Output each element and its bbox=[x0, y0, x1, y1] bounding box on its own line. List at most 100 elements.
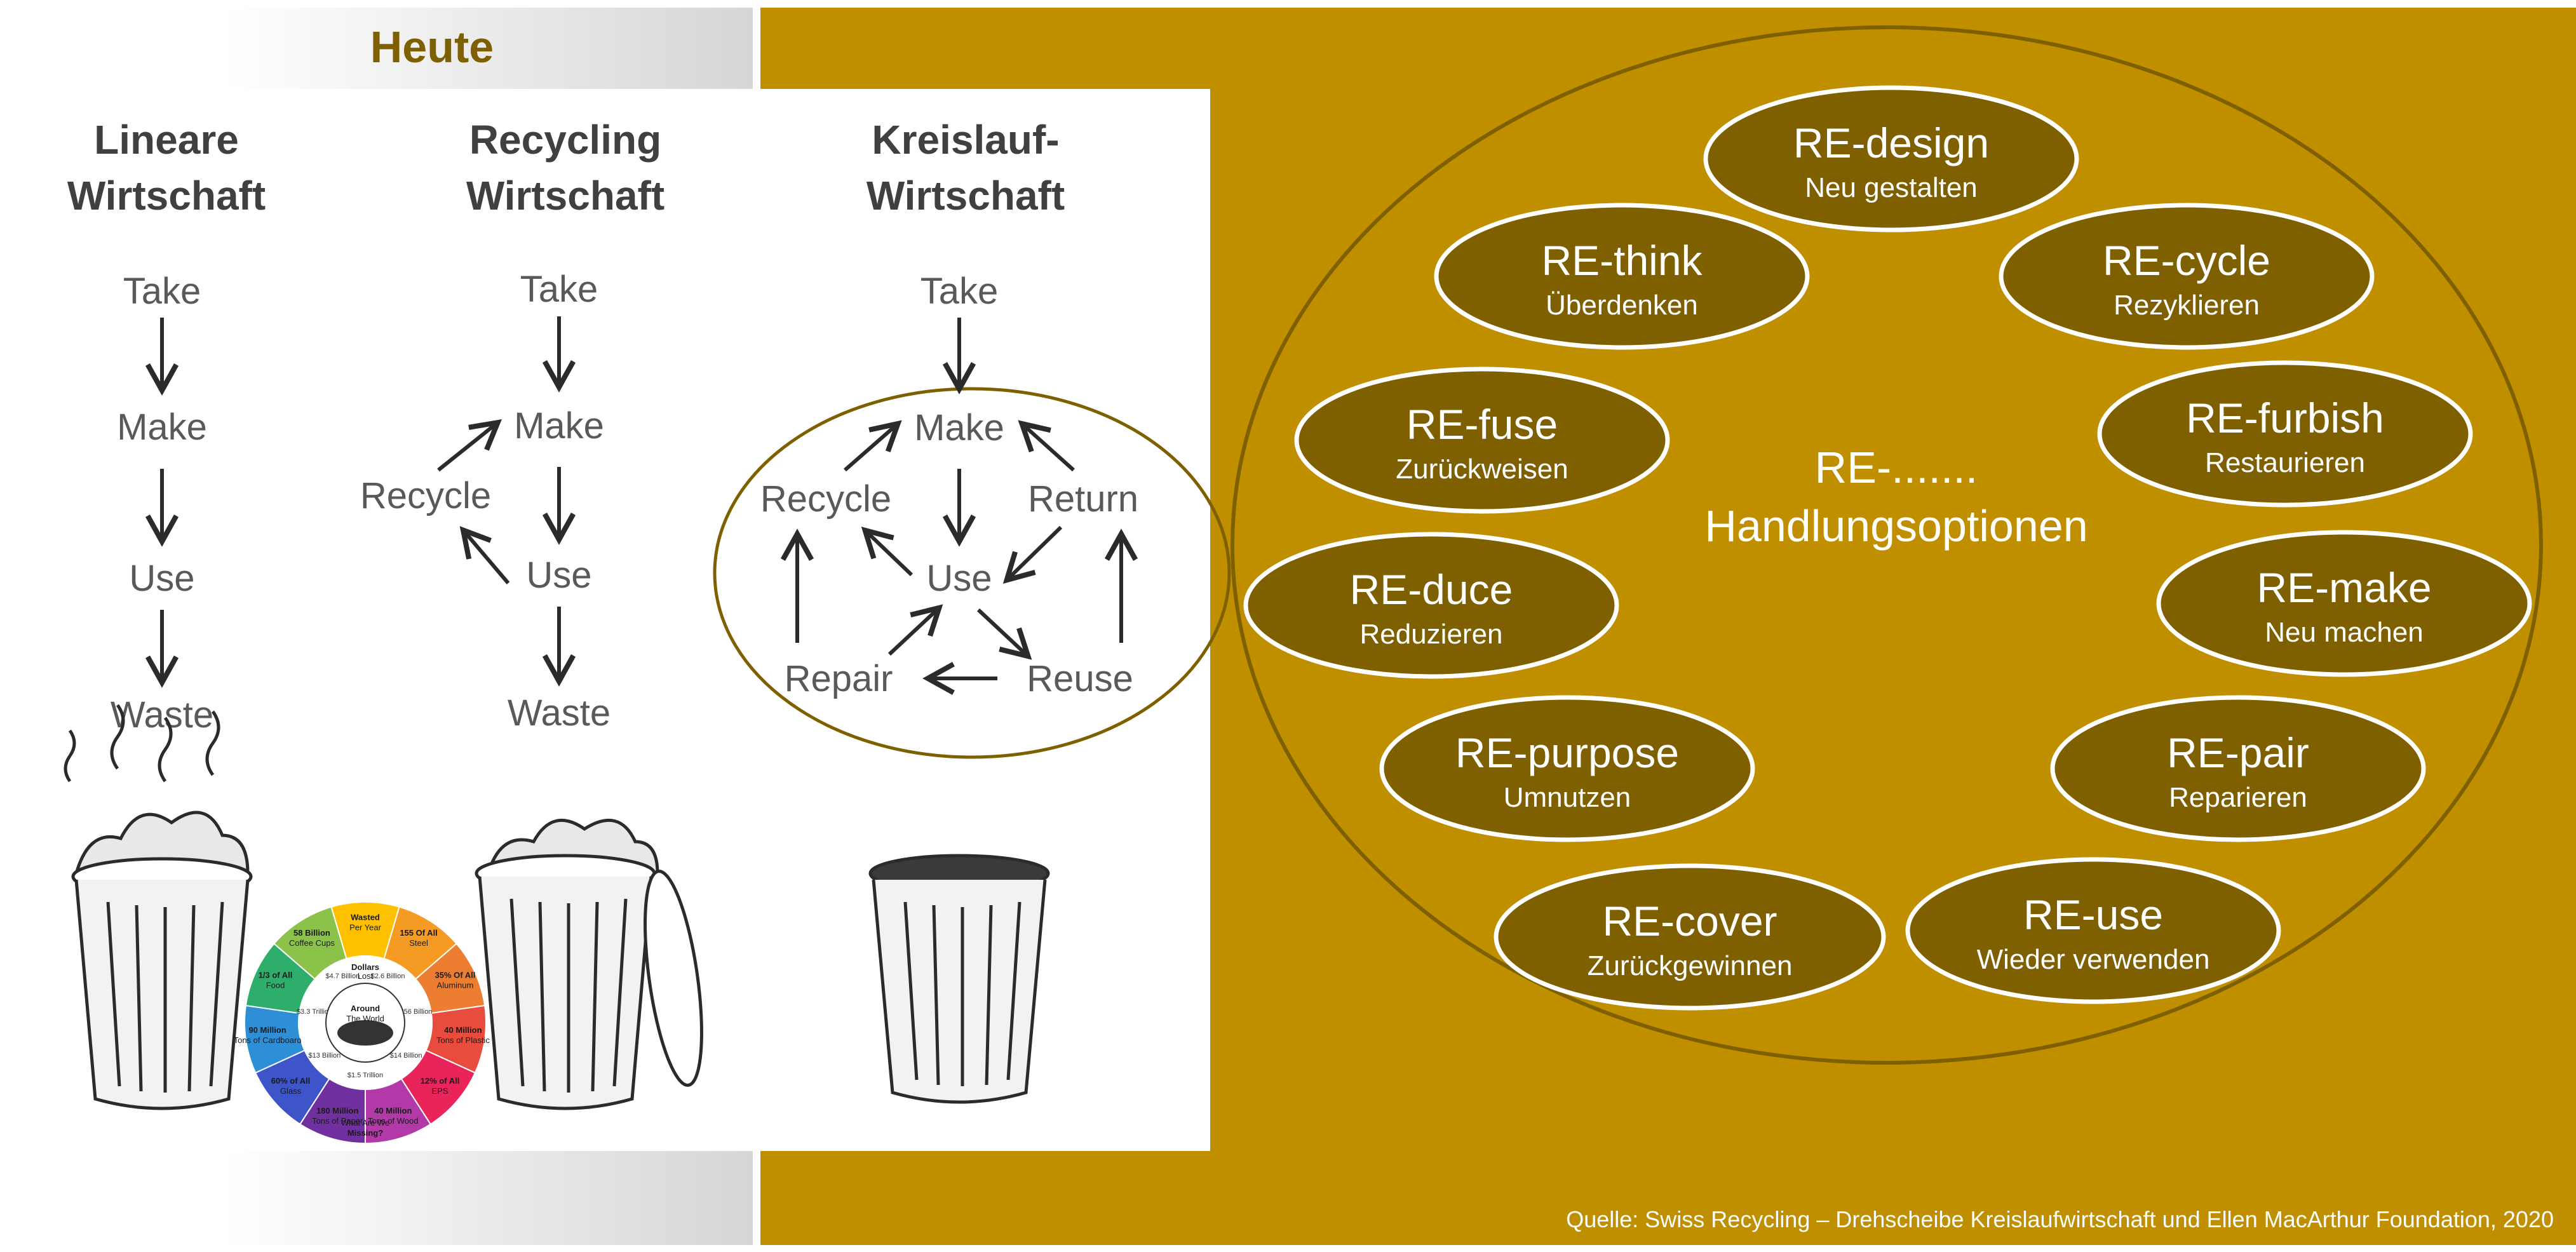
option-rethink: RE-think Überdenken bbox=[1434, 203, 1810, 350]
linear-title-line2: Wirtschaft bbox=[67, 173, 266, 219]
option-recycle-bubble bbox=[1999, 203, 2375, 350]
source-note: Quelle: Swiss Recycling – Drehscheibe Kr… bbox=[1566, 1206, 2554, 1232]
recycling-take: Take bbox=[520, 269, 598, 310]
option-remake: RE-make Neu machen bbox=[2156, 530, 2532, 677]
recycling-arrows bbox=[437, 316, 576, 687]
wheel-segment-label: Coffee Cups bbox=[289, 938, 335, 948]
re-center-line1: RE-....... bbox=[1815, 443, 1978, 492]
trash-rib-5 bbox=[209, 901, 224, 1087]
option-repair-bubble bbox=[2050, 695, 2426, 842]
option-recycle: RE-cycle Rezyklieren bbox=[1999, 203, 2375, 350]
wheel-segment-label: 58 Billion bbox=[293, 928, 330, 938]
wheel-segment-label: Food bbox=[266, 980, 285, 990]
trash-rib-1 bbox=[106, 901, 121, 1087]
wheel-inner-label: $2.6 Billion bbox=[371, 973, 405, 980]
circular-arrow-use-reuse bbox=[976, 608, 1032, 660]
option-redesign-title: RE-design bbox=[1793, 119, 1989, 166]
linear-waste: Waste bbox=[111, 694, 213, 736]
recycling-use: Use bbox=[526, 555, 591, 596]
trash-can-open-lid-icon bbox=[475, 818, 703, 1110]
recycling-recycle: Recycle bbox=[360, 475, 491, 516]
wheel-segment-label: EPS bbox=[432, 1086, 448, 1096]
trash-stink-line-1 bbox=[110, 704, 125, 770]
option-refuse-bubble bbox=[1294, 367, 1670, 514]
wheel-segment-label: Aluminum bbox=[437, 980, 474, 990]
wheel-segment-label: Per Year bbox=[349, 923, 382, 932]
wheel-inner-label: $13 Billion bbox=[309, 1052, 341, 1060]
option-reuse-bubble bbox=[1905, 857, 2281, 1004]
trash3-rib-5 bbox=[1006, 901, 1022, 1080]
option-repurpose-title: RE-purpose bbox=[1455, 729, 1679, 776]
wheel-segment-label: Tons of Plastic bbox=[436, 1035, 490, 1045]
trash-body bbox=[74, 879, 250, 1110]
option-recover-bubble bbox=[1494, 863, 1886, 1011]
linear-flow: Take Make Use Waste bbox=[111, 271, 213, 736]
recycling-flow: Take Make Recycle Use Waste bbox=[360, 269, 610, 734]
trash3-rib-4 bbox=[985, 905, 993, 1086]
option-reuse: RE-use Wieder verwenden bbox=[1905, 857, 2281, 1004]
option-recover-title: RE-cover bbox=[1602, 898, 1777, 945]
option-rethink-title: RE-think bbox=[1541, 237, 1703, 284]
wheel-center-label: Missing? bbox=[347, 1128, 383, 1138]
re-options-circle bbox=[1231, 25, 2543, 1065]
option-refurbish-subtitle: Restaurieren bbox=[2205, 447, 2365, 478]
option-refurbish-title: RE-furbish bbox=[2186, 394, 2384, 441]
recycling-title-line2: Wirtschaft bbox=[466, 173, 664, 219]
footer-gray-bar bbox=[0, 1151, 753, 1245]
circular-arrow-return-use bbox=[1002, 525, 1063, 584]
option-remake-subtitle: Neu machen bbox=[2265, 617, 2423, 648]
linear-title-line1: Lineare bbox=[94, 117, 239, 163]
wheel-segment-label: 155 Of All bbox=[400, 928, 437, 938]
option-recycle-subtitle: Rezyklieren bbox=[2114, 290, 2260, 321]
wheel-segment-label: Wasted bbox=[351, 913, 380, 922]
option-repair: RE-pair Reparieren bbox=[2050, 695, 2426, 842]
circular-arrow-recycle-make bbox=[844, 420, 902, 472]
trash3-rib-2 bbox=[932, 905, 940, 1086]
wheel-segment-label: 40 Million bbox=[374, 1106, 412, 1115]
trash-stink-line-2 bbox=[158, 717, 173, 783]
wheel-center-label: The World bbox=[346, 1014, 384, 1023]
recycling-arrow-recycle-make bbox=[437, 419, 502, 472]
circular-arrow-return-make bbox=[1018, 420, 1076, 472]
circular-arrow-use-recycle bbox=[861, 527, 914, 577]
re-center-label: RE-....... Handlungsoptionen bbox=[1704, 443, 2087, 551]
circular-title-line1: Kreislauf- bbox=[872, 117, 1059, 163]
trash-pile bbox=[74, 811, 250, 875]
trash2-rib-2 bbox=[538, 901, 546, 1092]
circular-flow: Take Make Recycle Return Use Repair Reus… bbox=[760, 271, 1138, 699]
trash-rib-2 bbox=[135, 905, 143, 1092]
option-repair-title: RE-pair bbox=[2167, 729, 2309, 776]
option-remake-bubble bbox=[2156, 530, 2532, 677]
circular-title: Kreislauf- Wirtschaft bbox=[867, 117, 1065, 219]
linear-take: Take bbox=[123, 271, 201, 312]
wheel-segment-label: 90 Million bbox=[248, 1025, 286, 1035]
option-repurpose-subtitle: Umnutzen bbox=[1504, 782, 1631, 813]
wheel-inner-label: $14 Billion bbox=[390, 1052, 422, 1060]
recycling-title: Recycling Wirtschaft bbox=[466, 117, 664, 219]
option-repurpose: RE-purpose Umnutzen bbox=[1379, 695, 1755, 842]
wheel-segment-label: Tons of Wood bbox=[368, 1116, 418, 1126]
linear-make: Make bbox=[117, 407, 207, 448]
wheel-center-label: Lost bbox=[358, 971, 374, 981]
trash2-lid bbox=[644, 870, 703, 1087]
wheel-inner-label: $3.3 Trillion bbox=[297, 1008, 332, 1016]
option-recover: RE-cover Zurückgewinnen bbox=[1494, 863, 1886, 1011]
option-redesign-subtitle: Neu gestalten bbox=[1805, 172, 1978, 203]
recycling-make: Make bbox=[514, 405, 604, 447]
recycling-title-line1: Recycling bbox=[469, 117, 661, 163]
wheel-inner-label: $56 Billion bbox=[400, 1008, 433, 1016]
wheel-segment-label: Tons of Paper bbox=[312, 1116, 363, 1126]
circular-recycle: Recycle bbox=[760, 478, 891, 520]
trash2-rib-4 bbox=[591, 901, 599, 1092]
option-reduce: RE-duce Reduzieren bbox=[1243, 532, 1619, 679]
trash2-body bbox=[478, 876, 653, 1110]
circular-title-line2: Wirtschaft bbox=[867, 173, 1065, 219]
option-rethink-bubble bbox=[1434, 203, 1810, 350]
wheel-segment-label: 40 Million bbox=[444, 1025, 482, 1035]
option-rethink-subtitle: Überdenken bbox=[1546, 290, 1698, 321]
wheel-segment-label: Steel bbox=[409, 938, 428, 948]
trash3-rib-1 bbox=[903, 901, 919, 1080]
option-refurbish: RE-furbish Restaurieren bbox=[2097, 360, 2473, 508]
wheel-segment-label: Glass bbox=[280, 1086, 302, 1096]
